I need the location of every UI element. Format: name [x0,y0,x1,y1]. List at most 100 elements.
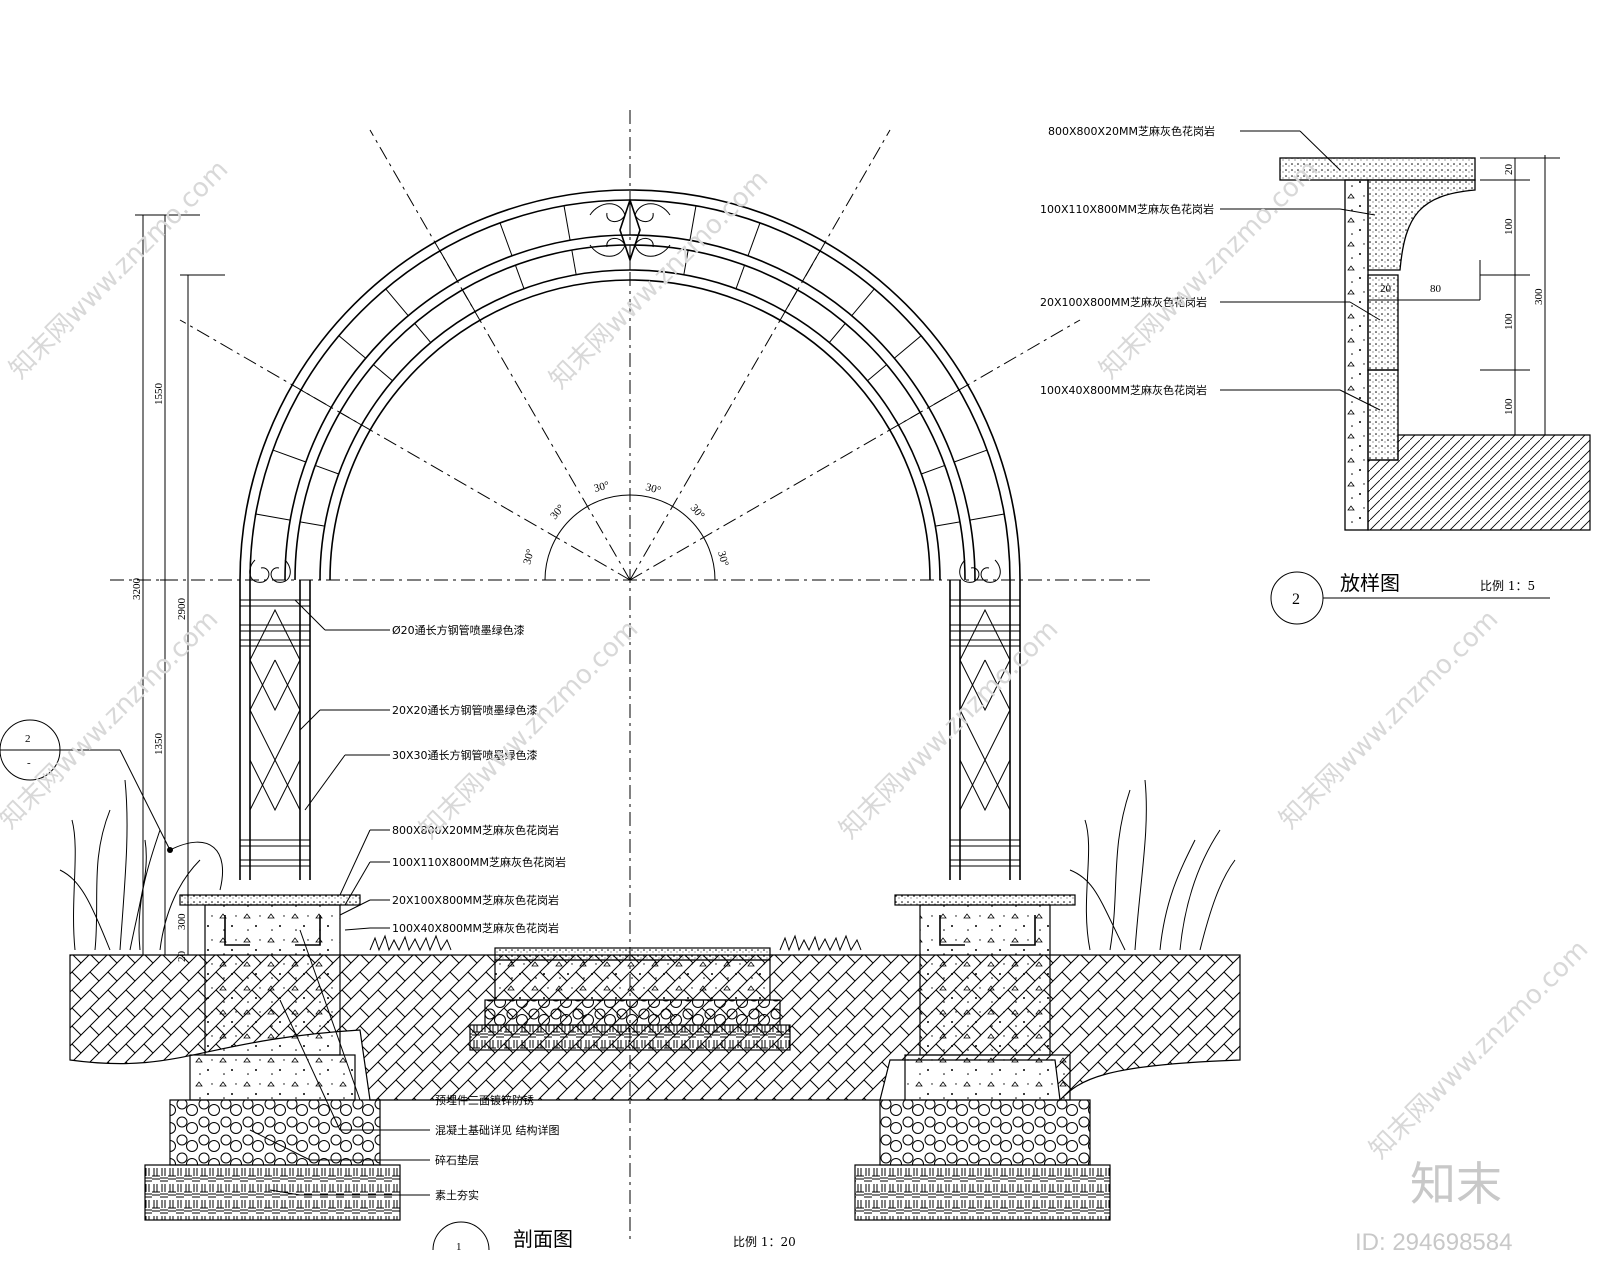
detail-dim-100c: 100 [1503,398,1515,415]
watermark-1: 知末网www.znzmo.com [4,154,235,385]
watermark-7: 知末网www.znzmo.com [1274,604,1505,835]
arch-rung [802,250,821,282]
label-tube-20x20: 20X20通长方钢管喷墨绿色漆 [392,703,538,717]
arch-rung [784,289,798,312]
detail-label-granite-800: 800X800X20MM芝麻灰色花岗岩 [1048,124,1215,138]
right-column [949,559,1021,880]
arch-rung [338,335,367,359]
dim-upper: 1550 [153,383,165,406]
label-concrete: 混凝土基础详见 结构详图 [435,1123,560,1137]
arch-rung [255,513,291,521]
grass-plants [59,779,1236,952]
angle-label-3: 30° [593,479,611,495]
detail-label-granite-100x40: 100X40X800MM芝麻灰色花岗岩 [1040,383,1207,397]
detail-dim-lines [1368,155,1560,436]
dimension-lines [135,214,225,956]
watermark-3: 知末网www.znzmo.com [1094,154,1325,385]
arch-rung [439,250,458,282]
arch-rung [373,364,393,382]
arch-rung [683,250,689,275]
arch-rung [735,265,746,289]
arch-rung [462,289,476,312]
arch-rung [300,389,332,408]
arch-rung [315,464,339,475]
label-granite-800: 800X800X20MM芝麻灰色花岗岩 [392,823,559,837]
label-granite-100x110: 100X110X800MM芝麻灰色花岗岩 [392,855,566,869]
label-pipe-20: Ø20通长方钢管喷墨绿色漆 [392,623,525,637]
dim-arch: 2900 [176,598,188,621]
detail-drawing: 20 100 100 100 300 20 80 800X800X20MM芝麻灰… [1040,124,1591,625]
right-footing [854,894,1111,1221]
watermark-id: ID: 294698584 [1355,1229,1512,1256]
arch-rung [385,288,409,317]
arch-rung [563,205,571,241]
dim-base-b: 20 [176,951,188,963]
arch-rung [414,323,432,343]
detail-leaders [1220,130,1381,411]
crown-ornament [589,197,671,263]
section-title: 剖面图 [513,1227,573,1251]
watermark-8: 知末网www.znzmo.com [1364,934,1595,1165]
section-marker: 1 [456,1241,462,1253]
arch-rung [898,412,921,426]
label-embed: 预埋件三面镀锌防锈 [435,1093,534,1107]
angle-label-5: 30° [688,502,707,522]
arch-rung [514,265,525,289]
arch-rung [499,222,513,256]
angle-label-6: 30° [715,550,731,568]
watermark-6: 知末网www.znzmo.com [834,614,1065,845]
angle-label-4: 30° [644,481,662,497]
left-column [239,559,311,880]
arch-rung [272,449,306,463]
detail-label-granite-100x110: 100X110X800MM芝麻灰色花岗岩 [1040,202,1214,216]
arch-rung [921,464,945,475]
arch-rung [935,521,960,527]
path-slab [469,947,791,1051]
arch-rung [339,412,362,426]
arch-rung [571,250,577,275]
left-footing [144,894,401,1221]
detail-dim-300: 300 [1533,288,1545,305]
label-soil: 素土夯实 [435,1188,479,1202]
detail-title-block: 2 放样图 比例 1：5 [1270,571,1550,625]
arch-rung [851,288,875,317]
detail-dim-100b: 100 [1503,313,1515,330]
radial-angle-lines [179,129,1081,581]
angle-label-2: 30° [548,502,567,522]
section-scale: 比例 1：20 [733,1235,796,1249]
watermark-4: 知末网www.znzmo.com [0,604,224,835]
angle-arc [544,494,716,581]
detail-title: 放样图 [1340,571,1400,595]
detail-dim-80: 80 [1430,283,1442,295]
callout-number: 2 [25,733,31,745]
arch-rung [300,521,325,527]
section-drawing: 3200 1550 1350 2900 300 20 30° 30° 30° 3… [0,110,1241,1253]
arch-rung [828,323,846,343]
watermark-5: 知末网www.znzmo.com [414,614,645,845]
detail-marker: 2 [1292,591,1300,608]
label-tube-30x30: 30X30通长方钢管喷墨绿色漆 [392,748,538,762]
callout-sheet: - [27,757,31,769]
detail-label-granite-20x100: 20X100X800MM芝麻灰色花岗岩 [1040,295,1207,309]
detail-dim-20: 20 [1503,164,1515,176]
dim-base-a: 300 [176,913,188,930]
detail-scale: 比例 1：5 [1480,579,1535,593]
dim-lower: 1350 [153,733,165,756]
detail-dim-100a: 100 [1503,218,1515,235]
label-granite-100x40: 100X40X800MM芝麻灰色花岗岩 [392,921,559,935]
arch-rung [893,335,922,359]
dim-total: 3200 [131,578,143,601]
arch-rung [867,364,887,382]
detail-dim-20b: 20 [1380,283,1392,295]
leader-lines [249,599,430,1196]
arch-rung [969,513,1005,521]
arch-rung [954,449,988,463]
arch-rung [689,205,697,241]
arch-rung [747,222,761,256]
watermark-brand: 知末 [1410,1157,1502,1211]
arch-rung [928,389,960,408]
section-title-block: 1 剖面图 比例 1：20 [432,1221,796,1253]
label-granite-20x100: 20X100X800MM芝麻灰色花岗岩 [392,893,559,907]
detail-callout [0,719,224,891]
